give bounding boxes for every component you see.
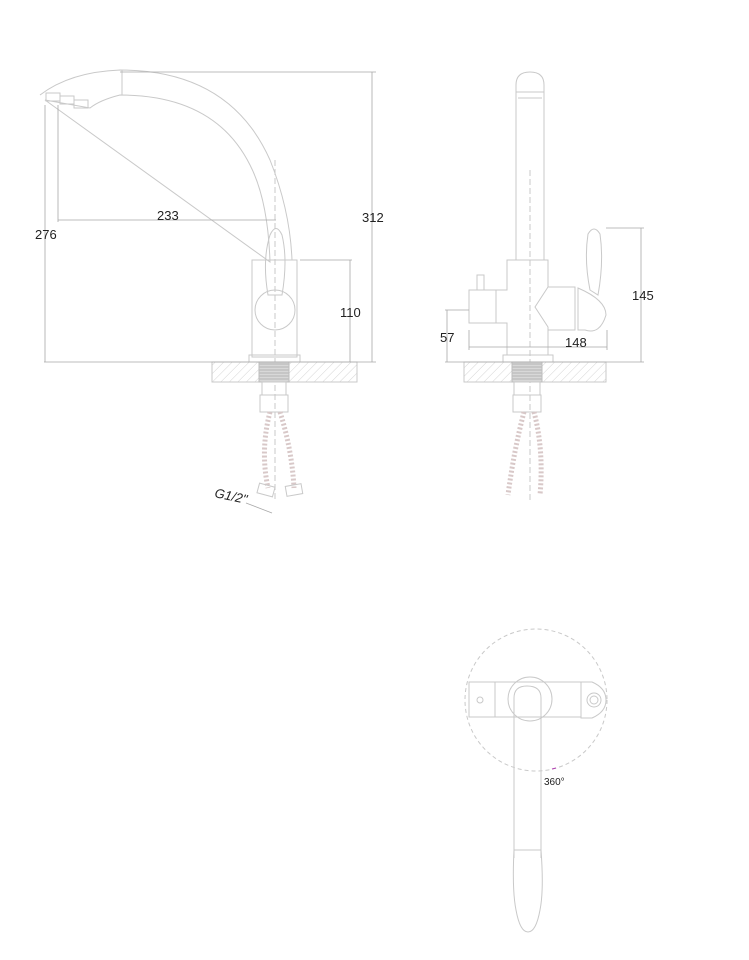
lever-handle xyxy=(264,228,286,296)
dim-spout-reach-label: 233 xyxy=(157,208,179,223)
aerator xyxy=(45,92,61,102)
right-valve xyxy=(548,286,576,331)
nut xyxy=(259,394,289,413)
side-view: 312 276 233 110 G1/2" xyxy=(35,69,384,514)
spout-tube xyxy=(515,71,545,260)
hose xyxy=(531,411,544,496)
filter-knob xyxy=(476,274,485,291)
body-bar xyxy=(468,681,582,718)
dim-width-label: 148 xyxy=(565,335,587,350)
dim-handle-height-label: 145 xyxy=(632,288,654,303)
front-view: 145 57 148 xyxy=(440,71,654,500)
dim-spout-height-label: 276 xyxy=(35,227,57,242)
thread xyxy=(258,361,290,383)
hose xyxy=(261,411,273,489)
front-lever-handle xyxy=(585,228,603,296)
spout xyxy=(39,69,293,263)
dim-total-height-label: 312 xyxy=(362,210,384,225)
hose xyxy=(277,411,297,489)
dim-valve-height-label: 57 xyxy=(440,330,454,345)
rotation-circle xyxy=(464,628,608,772)
spout-base-ring xyxy=(507,676,553,722)
thread-size-label: G1/2" xyxy=(213,485,250,507)
body xyxy=(468,259,549,356)
dim-body-height-label: 110 xyxy=(340,305,361,320)
rotation-label: 360° xyxy=(544,777,565,788)
hose xyxy=(505,411,527,496)
spout-top xyxy=(513,685,542,858)
top-view: 360° xyxy=(464,628,608,933)
